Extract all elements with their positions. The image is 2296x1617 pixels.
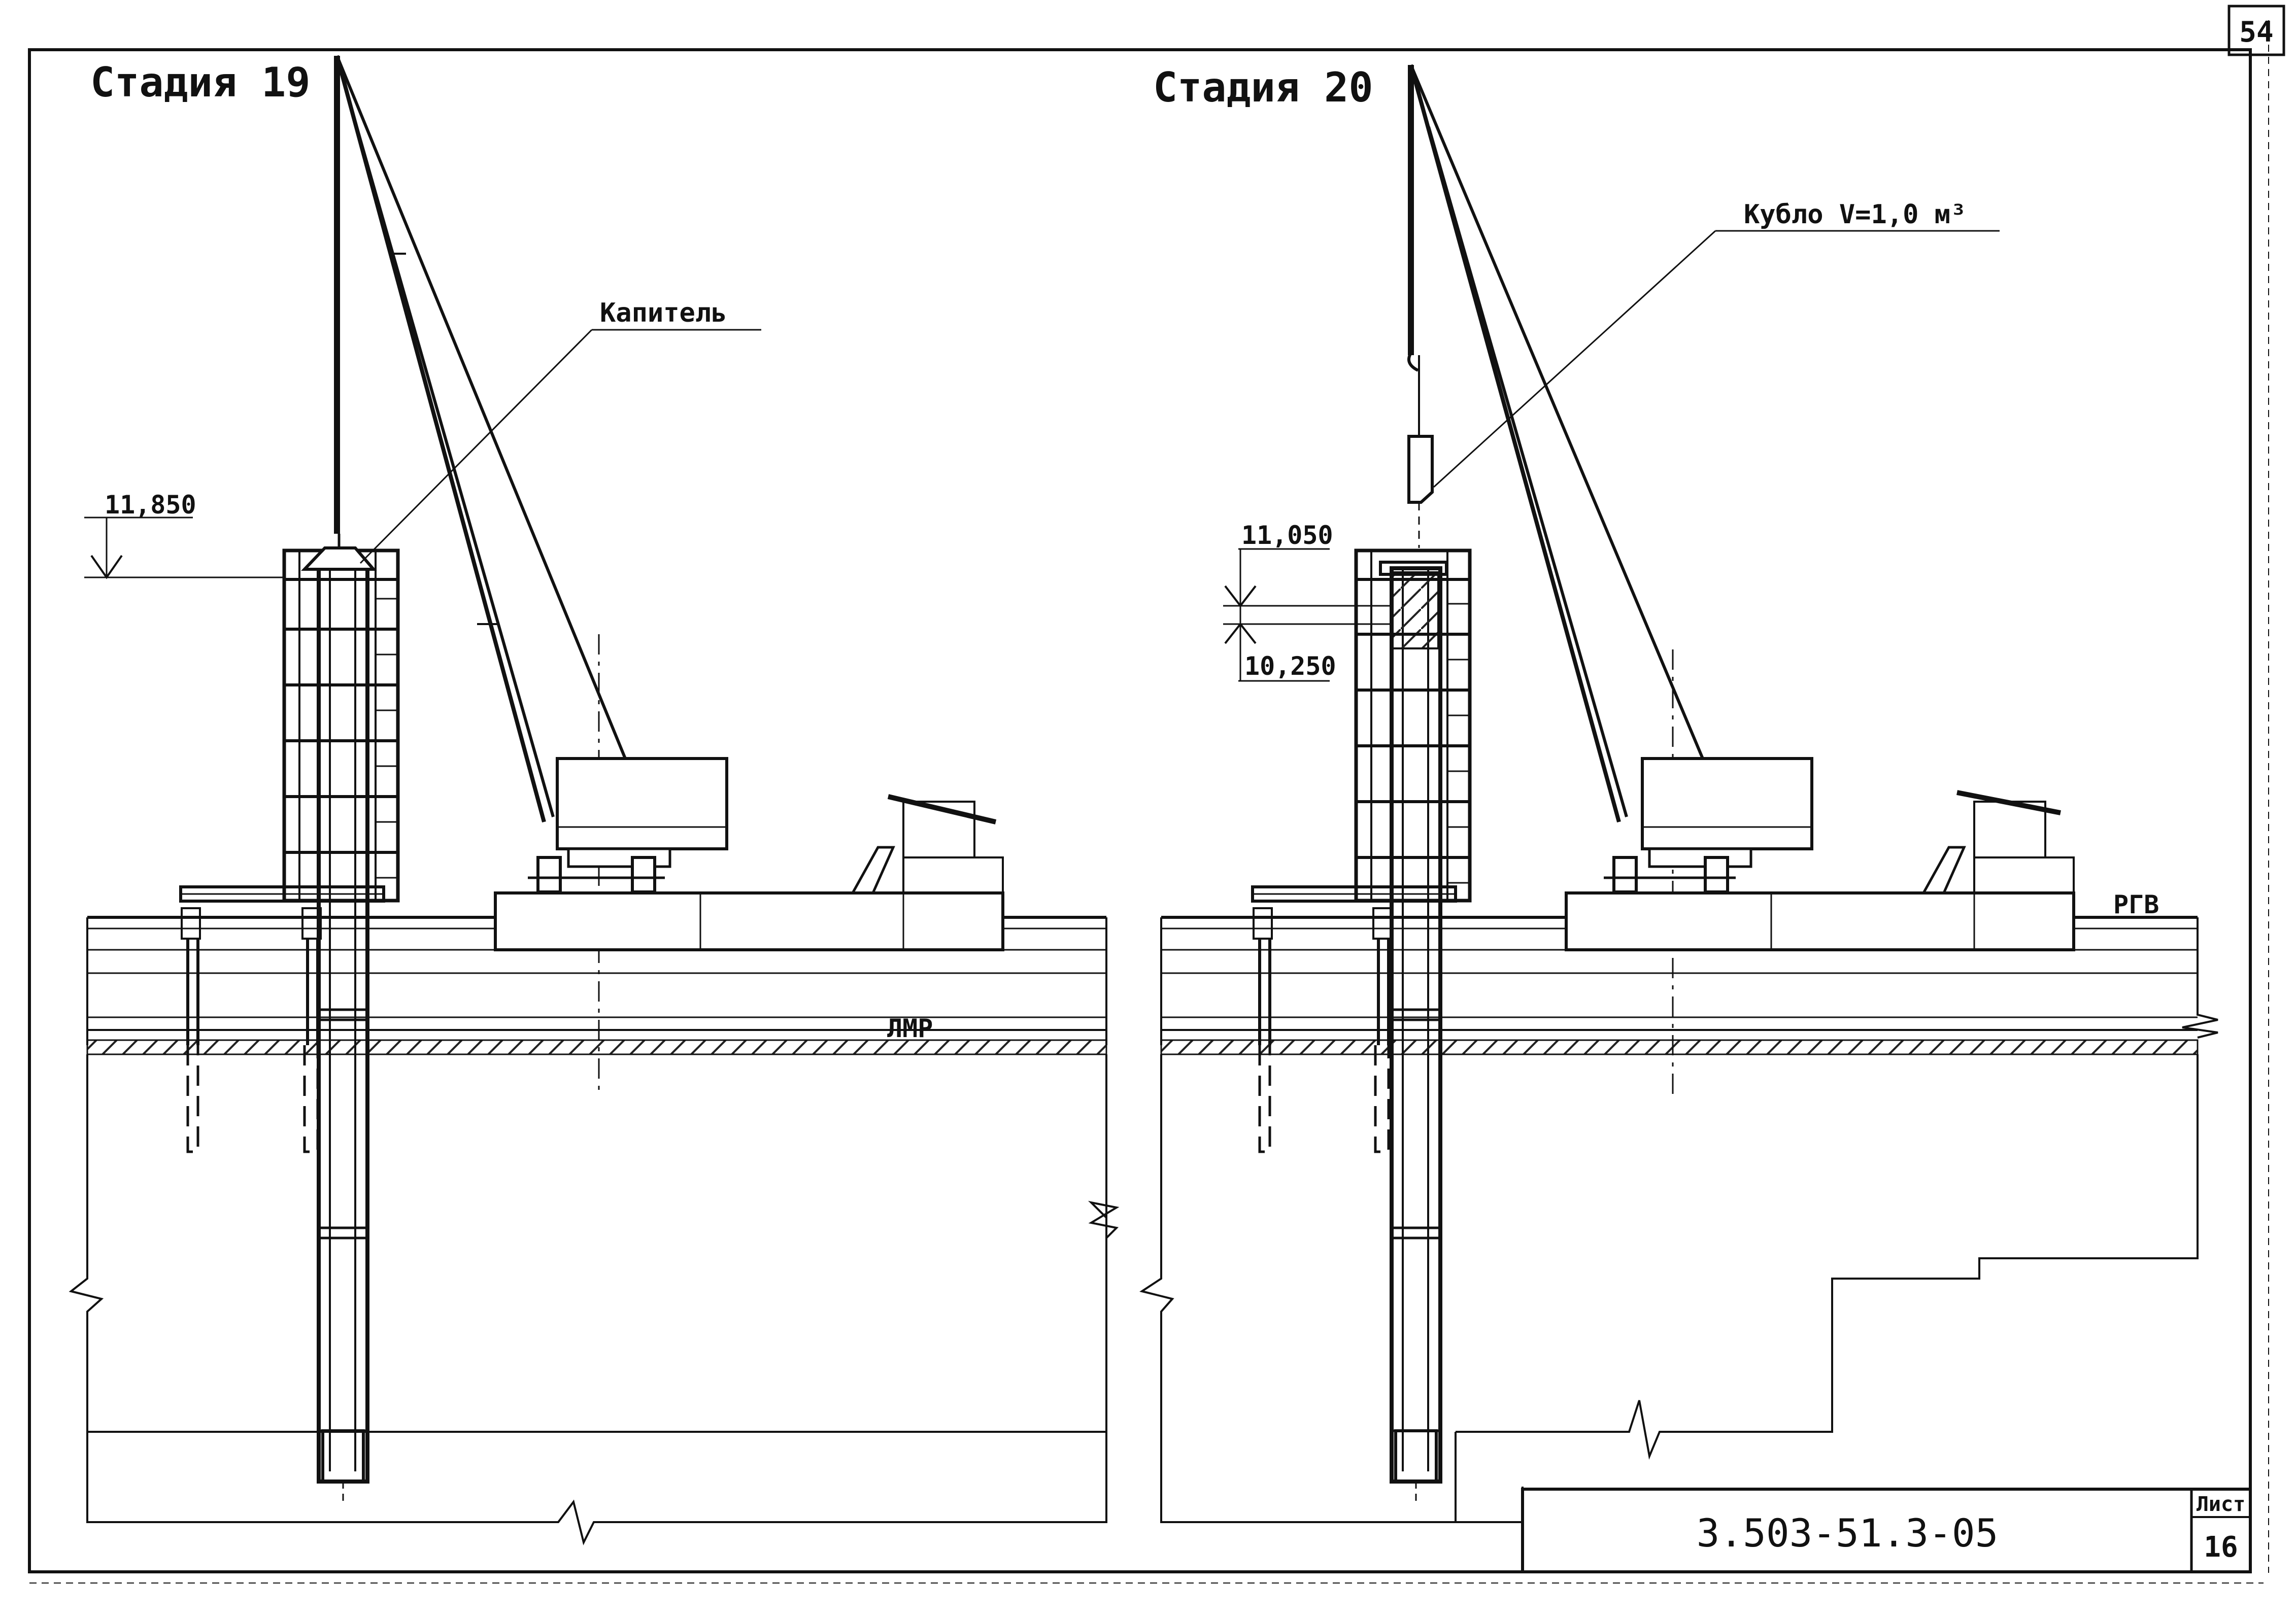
stage-19-caisson-column [317,566,369,1502]
stage-19-barge [494,794,1004,951]
stage-19-soil-outline [69,1054,1120,1545]
stage-19-leaders [84,329,761,579]
stage-20-elevation-top: 11,050 [1241,521,1333,550]
capital-label: Капитель [600,298,727,328]
title-block [1521,1488,2252,1573]
stage-19-elevation: 11,850 [105,490,196,520]
bucket-label: Кубло V=1,0 м³ [1744,199,1966,230]
sheet-label: Лист [2197,1493,2245,1516]
stage-20-soil-outline [1139,1054,2199,1523]
stage-20-soil-hatch [1160,1039,2199,1055]
sheet-frame [28,20,2269,1584]
stage-19-crane [334,55,728,1091]
page-number: 54 [2239,16,2273,49]
sheet-number: 16 [2204,1531,2238,1564]
stage-20-diagram: Стадия 20 РГВ [1139,64,2218,1523]
stage-20-leaders [1223,230,2000,682]
stage-19-diagram: Стадия 19 ЛМР [69,55,1120,1545]
stage-20-platform [1251,885,1457,1153]
document-code: 3.503-51.3-05 [1697,1510,1999,1556]
stage-20-elevation-bottom: 10,250 [1244,651,1336,681]
stage-20-crane [1407,64,1813,1101]
stage-20-high-water-label: РГВ [2113,890,2159,919]
page-number-box: 54 [2227,5,2285,56]
stage-19-low-water-label: ЛМР [887,1014,933,1043]
stage-20-title: Стадия 20 [1153,64,1373,111]
stage-20-caisson-column [1390,566,1442,1502]
stage-19-capital [301,534,377,571]
stage-19-soil-hatch [86,1039,1107,1055]
stage-19-title: Стадия 19 [90,59,310,106]
stage-20-barge [1565,790,2075,951]
stage-20-scaffold [1354,548,1472,903]
stage-19-scaffold [282,548,400,903]
